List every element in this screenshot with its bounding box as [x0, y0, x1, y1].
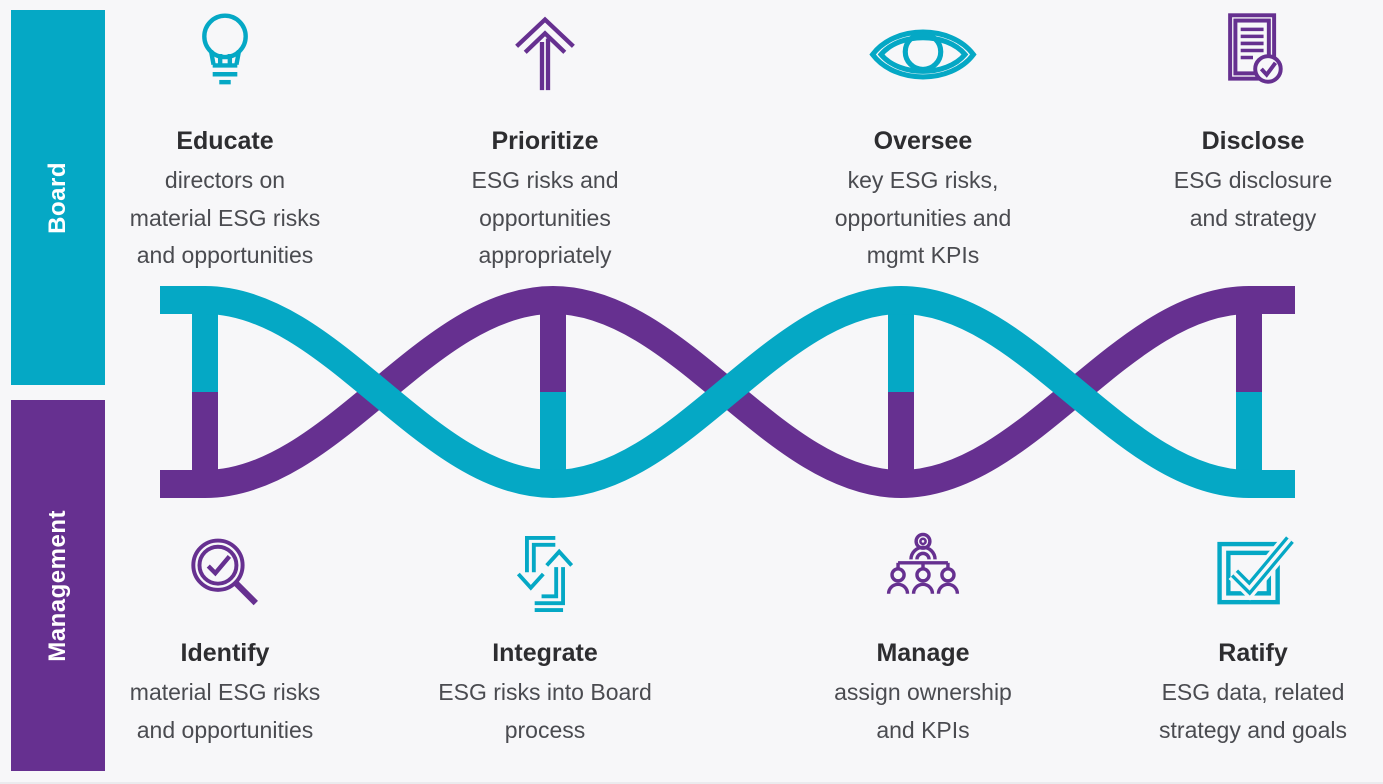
document-check-icon	[1093, 6, 1383, 102]
step-description-line: mgmt KPIs	[866, 242, 980, 268]
board-step-educate: Educate directors on material ESG risks …	[65, 6, 385, 275]
step-description-line: and opportunities	[136, 242, 314, 268]
magnifier-check-icon	[65, 524, 385, 624]
board-step-oversee: Oversee key ESG risks, opportunities and…	[763, 6, 1083, 275]
step-description-line: material ESG risks	[129, 679, 321, 705]
eye-icon	[763, 6, 1083, 102]
step-description-line: appropriately	[478, 242, 612, 268]
management-step-ratify: Ratify ESG data, related strategy and go…	[1093, 524, 1383, 749]
board-step-prioritize: Prioritize ESG risks and opportunities a…	[385, 6, 705, 275]
step-description-line: ESG risks and	[471, 167, 619, 193]
step-description-line: opportunities	[479, 204, 611, 231]
step-description-line: assign ownership	[834, 679, 1012, 705]
step-description-line: and strategy	[1189, 204, 1317, 231]
step-title: Disclose	[1201, 127, 1305, 155]
dna-helix-rungs	[192, 300, 1262, 484]
management-row-bar: Management	[11, 400, 105, 771]
bottom-edge-divider	[0, 782, 1383, 784]
step-description-line: ESG risks into Board	[438, 679, 652, 705]
step-title: Oversee	[873, 127, 973, 155]
management-step-manage: Manage assign ownership and KPIs	[763, 524, 1083, 749]
step-title: Identify	[180, 639, 270, 667]
board-step-disclose: Disclose ESG disclosure and strategy	[1093, 6, 1383, 237]
step-description-line: directors on	[164, 167, 286, 193]
step-title: Prioritize	[491, 127, 599, 155]
checkbox-check-icon	[1093, 524, 1383, 624]
step-description-line: key ESG risks,	[847, 167, 999, 193]
step-description-line: ESG disclosure	[1173, 167, 1333, 193]
step-title: Integrate	[492, 639, 598, 667]
dna-strand-purple	[160, 285, 1295, 499]
lightbulb-icon	[65, 6, 385, 102]
dna-strand-teal	[160, 285, 1295, 499]
management-step-identify: Identify material ESG risks and opportun…	[65, 524, 385, 749]
step-description-line: material ESG risks	[129, 204, 321, 231]
step-description-line: ESG data, related	[1161, 679, 1345, 705]
step-description-line: and opportunities	[136, 716, 314, 743]
step-description-line: opportunities and	[834, 204, 1012, 231]
arrow-up-icon	[385, 6, 705, 102]
board-row-bar: Board	[11, 10, 105, 385]
step-description-line: and KPIs	[876, 716, 970, 743]
step-title: Ratify	[1218, 639, 1288, 667]
sync-arrows-icon	[385, 524, 705, 624]
management-step-integrate: Integrate ESG risks into Board process	[385, 524, 705, 749]
org-chart-icon	[763, 524, 1083, 624]
step-description-line: strategy and goals	[1159, 716, 1347, 743]
step-title: Manage	[876, 639, 970, 667]
step-title: Educate	[176, 127, 274, 155]
step-description-line: process	[504, 716, 586, 743]
